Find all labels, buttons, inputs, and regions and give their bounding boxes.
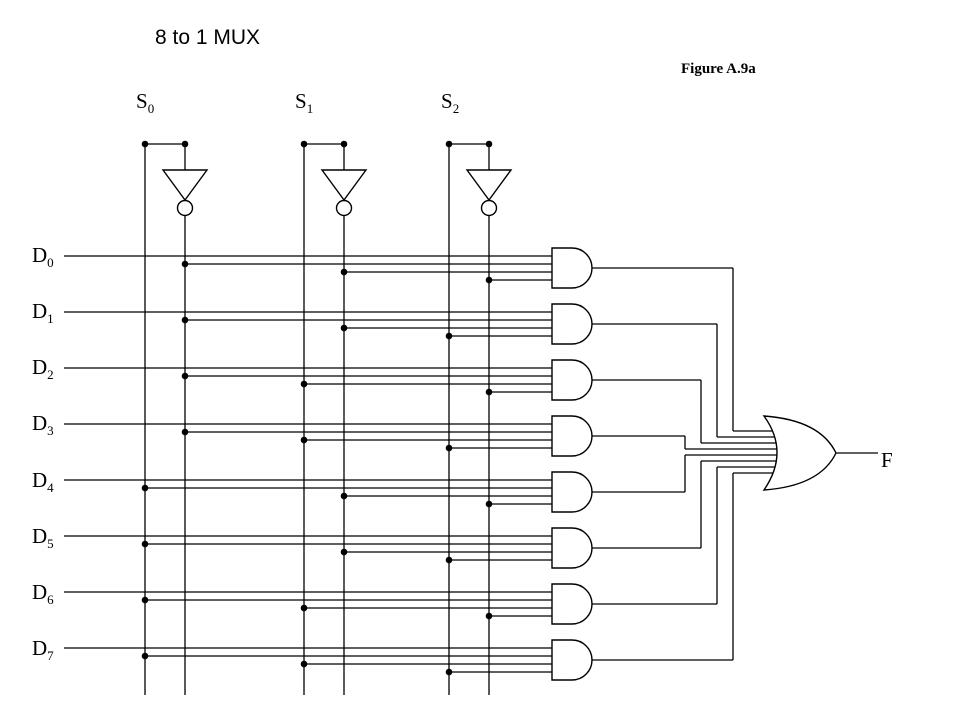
input-label-d6: D6 <box>32 580 54 607</box>
junction-dots <box>141 140 493 676</box>
output-label-f: F <box>881 448 893 472</box>
and7-sel0-dot <box>141 652 149 660</box>
and2-sel2-dot <box>485 388 493 396</box>
s2-inverter-triangle <box>465 169 513 202</box>
s1-tap-dot <box>300 140 308 148</box>
input-label-d4: D4 <box>32 468 54 495</box>
s2-tap-dot <box>445 140 453 148</box>
and-gate-4 <box>551 471 593 513</box>
s1-inverter-bubble <box>335 199 353 217</box>
and-gate-2 <box>551 359 593 401</box>
and4-sel0-dot <box>141 484 149 492</box>
and6-sel2-dot <box>485 612 493 620</box>
and-gate-5 <box>551 527 593 569</box>
and2-sel1-dot <box>300 380 308 388</box>
input-label-d0: D0 <box>32 243 54 270</box>
select-label-s2: S2 <box>441 89 459 116</box>
and-gate-7 <box>551 639 593 681</box>
and3-sel1-dot <box>300 436 308 444</box>
input-label-d1: D1 <box>32 299 54 326</box>
and-gate-1 <box>551 303 593 345</box>
and-gate-3 <box>551 415 593 457</box>
and1-sel1-dot <box>340 324 348 332</box>
input-labels: D0 D1 D2 D3 D4 D5 D6 D7 <box>32 243 54 663</box>
and5-sel2-dot <box>445 556 453 564</box>
and1-sel2-dot <box>445 332 453 340</box>
and6-sel1-dot <box>300 604 308 612</box>
and2-sel0-dot <box>181 372 189 380</box>
and0-sel2-dot <box>485 276 493 284</box>
s1-branch-dot <box>340 140 348 148</box>
input-label-d5: D5 <box>32 524 54 551</box>
and5-sel1-dot <box>340 548 348 556</box>
input-label-d2: D2 <box>32 355 54 382</box>
s1-inverter-triangle <box>320 169 368 202</box>
and0-sel1-dot <box>340 268 348 276</box>
and4-sel1-dot <box>340 492 348 500</box>
input-label-d7: D7 <box>32 636 54 663</box>
and0-sel0-dot <box>181 260 189 268</box>
s2-inverter-bubble <box>480 199 498 217</box>
s2-branch-dot <box>485 140 493 148</box>
and5-sel0-dot <box>141 540 149 548</box>
figure-label: Figure A.9a <box>681 61 756 77</box>
and6-sel0-dot <box>141 596 149 604</box>
s0-tap-dot <box>141 140 149 148</box>
gates <box>161 169 837 681</box>
and-gate-0 <box>551 247 593 289</box>
diagram-title: 8 to 1 MUX <box>155 26 260 49</box>
and3-sel2-dot <box>445 444 453 452</box>
wires <box>64 143 878 695</box>
s0-branch-dot <box>181 140 189 148</box>
select-label-s1: S1 <box>295 89 313 116</box>
and1-sel0-dot <box>181 316 189 324</box>
input-label-d3: D3 <box>32 411 54 438</box>
and7-sel2-dot <box>445 668 453 676</box>
and-gate-6 <box>551 583 593 625</box>
and4-sel2-dot <box>485 500 493 508</box>
and7-sel1-dot <box>300 660 308 668</box>
select-labels: S0 S1 S2 <box>136 89 459 116</box>
s0-inverter-triangle <box>161 169 209 202</box>
and3-sel0-dot <box>181 428 189 436</box>
select-label-s0: S0 <box>136 89 154 116</box>
s0-inverter-bubble <box>176 199 194 217</box>
or-gate <box>762 415 837 491</box>
